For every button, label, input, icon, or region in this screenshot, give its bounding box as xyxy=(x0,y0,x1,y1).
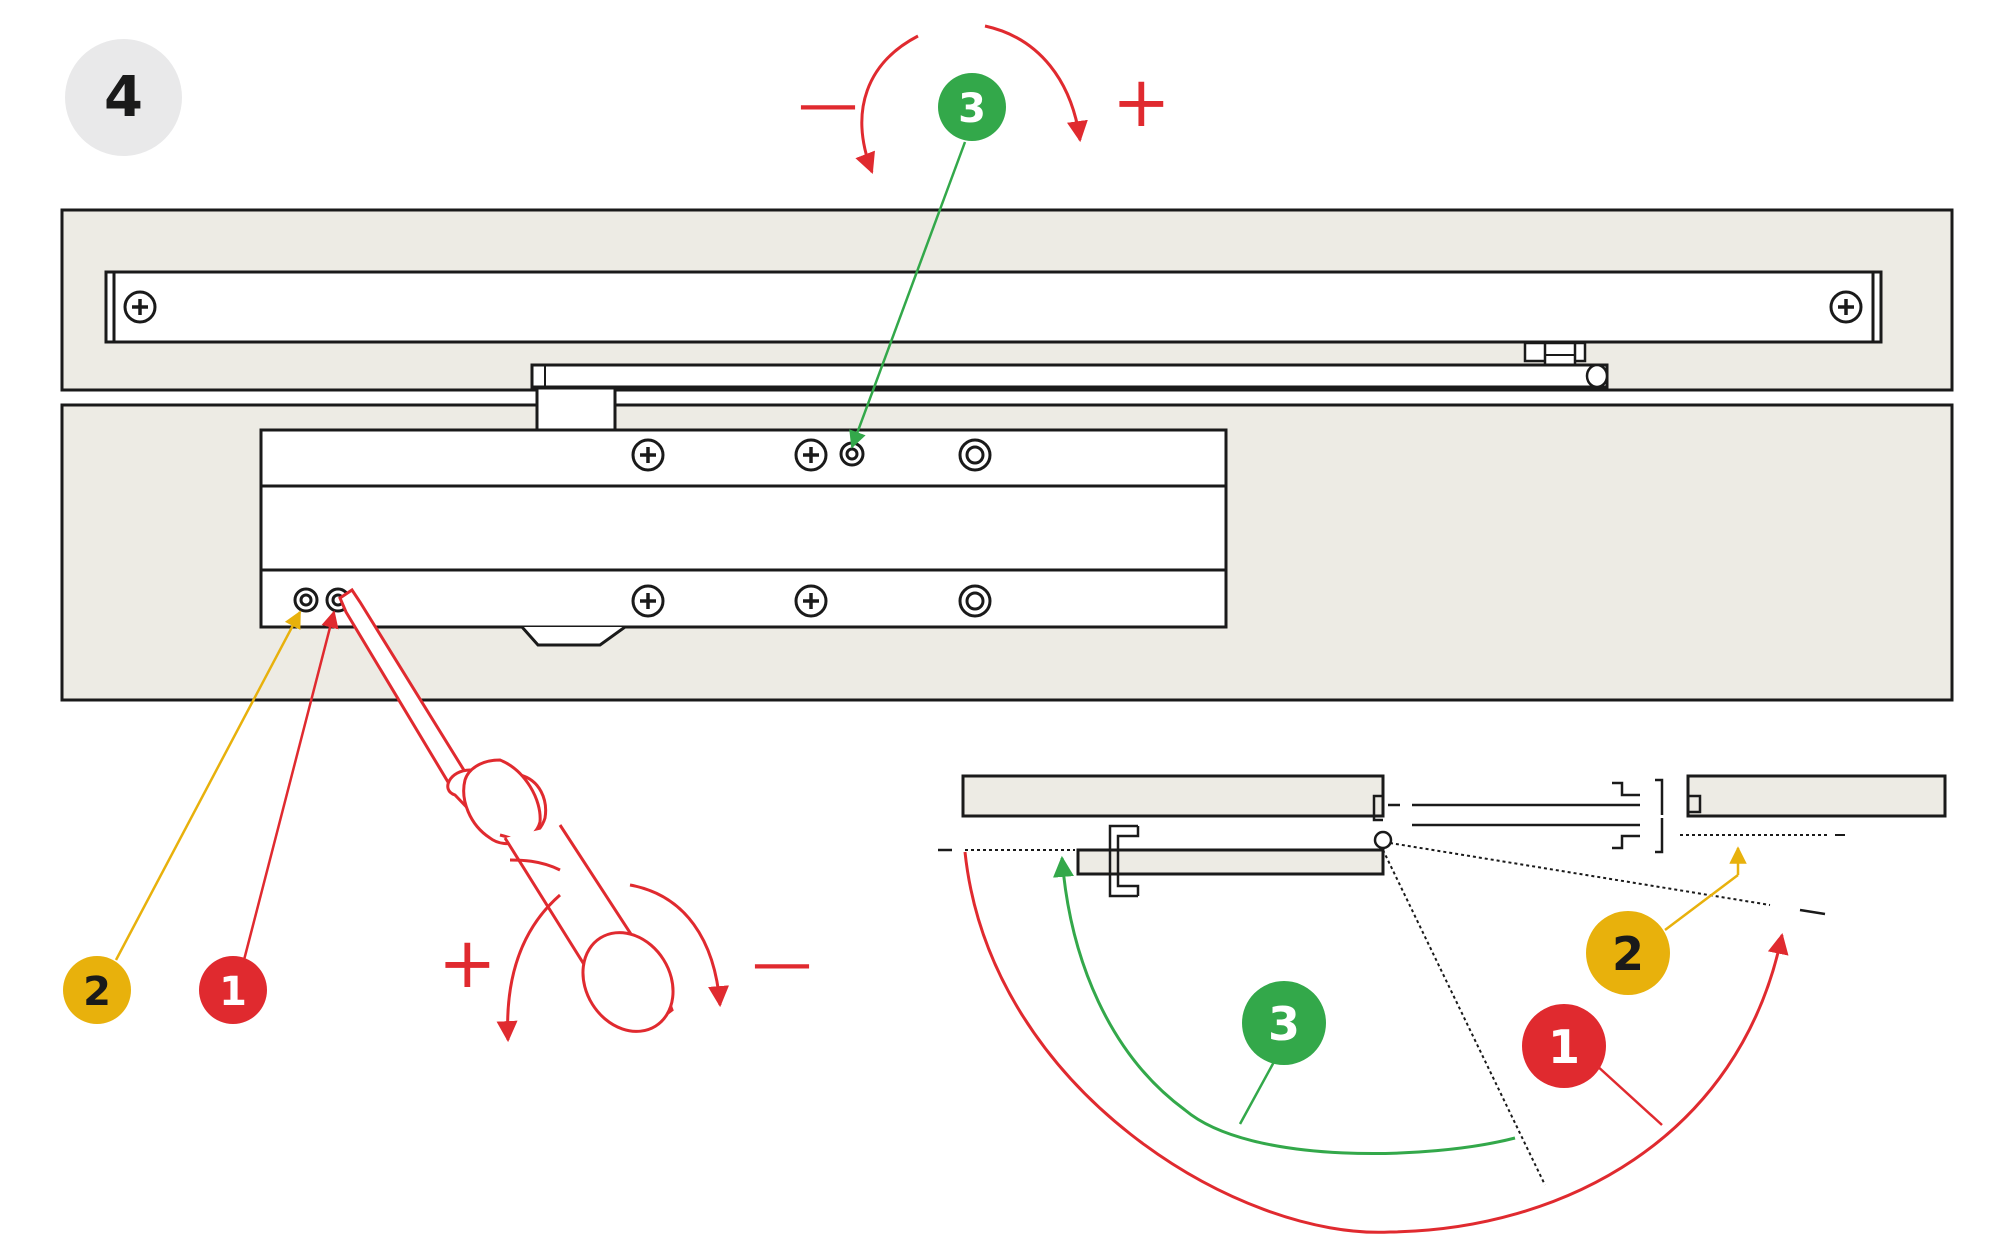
step-number-badge: 4 xyxy=(65,39,182,156)
rotation-arrow-icon xyxy=(496,893,561,1043)
plan-view xyxy=(938,774,1947,1186)
arm-pivot xyxy=(535,386,617,434)
angle-arcs xyxy=(963,846,1789,1234)
leader-1 xyxy=(242,610,339,961)
leader-3-plan xyxy=(1238,1059,1277,1125)
minus-sign: — xyxy=(752,928,812,998)
marker-label: 1 xyxy=(219,969,247,1015)
marker-2-left: 2 xyxy=(63,956,131,1024)
leader-2 xyxy=(114,610,302,961)
closer-screw-icon xyxy=(794,438,828,472)
slide-rail xyxy=(104,270,1883,344)
marker-2-plan: 2 xyxy=(1586,911,1670,995)
plus-sign: + xyxy=(1112,61,1171,143)
plus-sign: + xyxy=(438,922,497,1004)
closer-screw-icon xyxy=(631,584,665,618)
plan-frame-left xyxy=(961,774,1385,818)
leader-3 xyxy=(849,141,967,449)
marker-1-left: 1 xyxy=(199,956,267,1024)
leader-1-plan xyxy=(1594,1063,1663,1126)
closer-screw-icon xyxy=(631,438,665,472)
adjust-valve-2[interactable] xyxy=(293,587,319,613)
arc-3 xyxy=(1053,855,1516,1156)
plan-frame-right xyxy=(1686,774,1947,818)
minus-sign: — xyxy=(798,69,858,139)
marker-label: 3 xyxy=(958,86,986,132)
marker-1-plan: 1 xyxy=(1522,1004,1606,1088)
rotation-arrow-icon xyxy=(855,34,919,174)
marker-label: 2 xyxy=(83,969,111,1015)
leader-2-plan xyxy=(1664,874,1739,931)
plan-door-open xyxy=(1076,848,1385,876)
rotation-arrows-screwdriver xyxy=(496,883,730,1043)
closer-screw-icon xyxy=(794,584,828,618)
marker-label: 3 xyxy=(1268,997,1300,1051)
screwdriver-icon xyxy=(338,587,675,1033)
marker-label: 2 xyxy=(1612,927,1644,981)
rotation-arrow-icon xyxy=(629,883,730,1008)
rail-screw-right-icon xyxy=(1829,290,1863,324)
closer-valve-icon xyxy=(958,584,992,618)
valve-2-icon[interactable] xyxy=(293,587,319,613)
rotation-arrow-icon xyxy=(984,24,1088,143)
closer-valve-icon xyxy=(958,438,992,472)
rail-screw-left-icon xyxy=(123,290,157,324)
marker-3-plan: 3 xyxy=(1242,981,1326,1065)
rotation-arrows-top xyxy=(855,24,1088,174)
marker-label: 1 xyxy=(1548,1020,1580,1074)
closer-arm xyxy=(530,363,1609,389)
arc-1 xyxy=(963,851,1789,1234)
closer-body xyxy=(259,428,1228,647)
marker-3-top: 3 xyxy=(938,73,1006,141)
